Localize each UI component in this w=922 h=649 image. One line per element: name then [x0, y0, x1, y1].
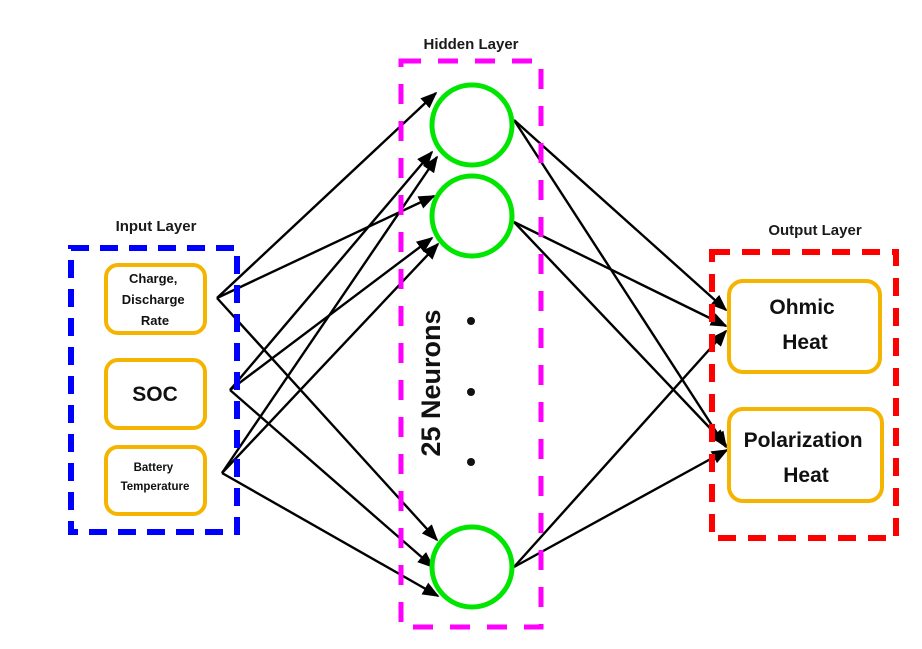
output-node-label-line: Polarization	[744, 429, 863, 452]
input-node-label-line: Discharge	[122, 292, 185, 307]
input-node-charge-discharge-rate: Charge, Discharge Rate	[104, 263, 207, 335]
edge-hidden-2-to-output-2	[513, 221, 728, 447]
edge-hidden-2-to-output-1	[513, 220, 728, 328]
ellipsis-dots	[467, 317, 475, 466]
edge-hidden-1-to-output-1	[513, 119, 728, 312]
output-node-label-line: Heat	[782, 331, 828, 354]
svg-text:Ohmic Heat: Ohmic Heat	[769, 296, 840, 354]
edge-hidden-3-to-output-2	[513, 448, 729, 569]
input-node-label-line: Rate	[141, 313, 169, 328]
svg-text:Charge, Discharge: Charge, Discharge Rate	[122, 271, 189, 328]
connections	[216, 91, 729, 598]
edge-hidden-3-to-output-1	[513, 329, 728, 568]
neuron-count-label: 25 Neurons	[416, 309, 446, 456]
hidden-neuron-25	[429, 524, 515, 610]
edge-input-3-to-hidden-2	[221, 242, 440, 474]
hidden-layer: Hidden Layer 25 Neurons	[398, 36, 544, 630]
output-layer: Output Layer Ohmic Heat Polarization Hea…	[709, 222, 899, 541]
hidden-neuron-1	[429, 82, 515, 168]
edge-input-1-to-hidden-3	[216, 297, 439, 542]
svg-text:Polarization Heat: Polarization Heat	[744, 429, 869, 487]
edge-input-1-to-hidden-2	[216, 194, 436, 300]
input-node-soc: SOC	[104, 358, 207, 430]
input-node-label-line: Battery	[134, 462, 174, 474]
output-node-label-line: Heat	[783, 464, 829, 487]
input-node-battery-temperature: Battery Temperature	[104, 445, 207, 516]
edge-input-3-to-hidden-3	[221, 471, 440, 598]
hidden-layer-title: Hidden Layer	[423, 36, 518, 53]
hidden-neuron-2	[429, 173, 515, 259]
input-node-label-line: Temperature	[121, 481, 190, 493]
input-node-label-line: Charge,	[129, 271, 177, 286]
edge-input-2-to-hidden-2	[229, 236, 434, 391]
svg-text:Battery Temperature: Battery Temperature	[121, 462, 190, 493]
output-node-label-line: Ohmic	[769, 296, 835, 319]
hidden-layer-boundary	[398, 58, 544, 630]
output-node-ohmic-heat: Ohmic Heat	[727, 279, 882, 374]
output-node-polarization-heat: Polarization Heat	[727, 407, 884, 503]
output-layer-boundary	[709, 249, 899, 541]
input-layer-title: Input Layer	[116, 218, 197, 235]
input-layer-boundary	[68, 245, 240, 535]
output-layer-title: Output Layer	[768, 222, 862, 239]
input-layer: Input Layer Charge, Discharge Rate SOC B…	[68, 218, 240, 535]
input-node-label: SOC	[132, 383, 178, 406]
edge-hidden-1-to-output-2	[512, 119, 728, 449]
